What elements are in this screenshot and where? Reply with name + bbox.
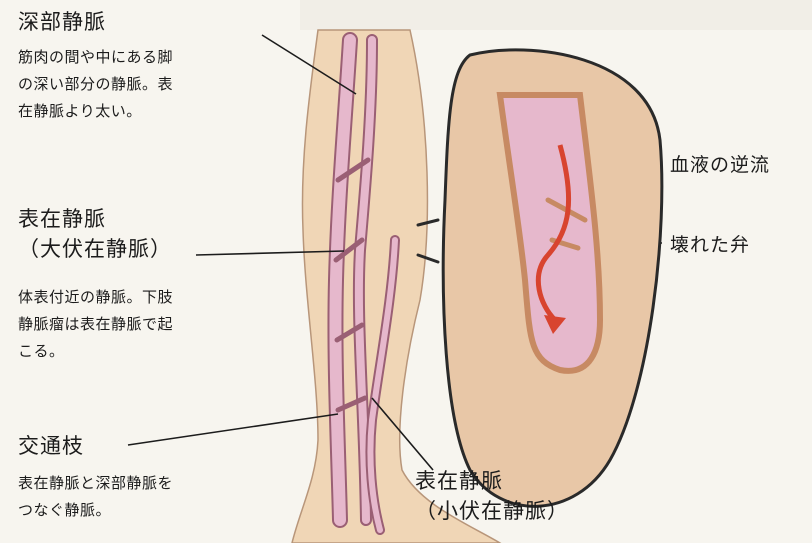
superficial-vein-small-title: 表在静脈 （小伏在静脈） (415, 466, 569, 526)
perforating-vein-desc: 表在静脈と深部静脈を つなぐ静脈。 (18, 470, 173, 524)
superficial-vein-great-desc: 体表付近の静脈。下肢 静脈瘤は表在静脈で起 こる。 (18, 284, 173, 365)
deep-vein-title: 深部静脈 (18, 6, 106, 36)
magnified-lens (443, 50, 662, 506)
perforating-vein-title: 交通枝 (18, 430, 84, 460)
background-page-band (300, 0, 812, 30)
deep-vein-desc: 筋肉の間や中にある脚 の深い部分の静脈。表 在静脈より太い。 (18, 44, 173, 125)
superficial-vein-great-title: 表在静脈 （大伏在静脈） (18, 204, 172, 264)
reflux-label: 血液の逆流 (670, 150, 770, 177)
broken-valve-label: 壊れた弁 (670, 230, 750, 257)
